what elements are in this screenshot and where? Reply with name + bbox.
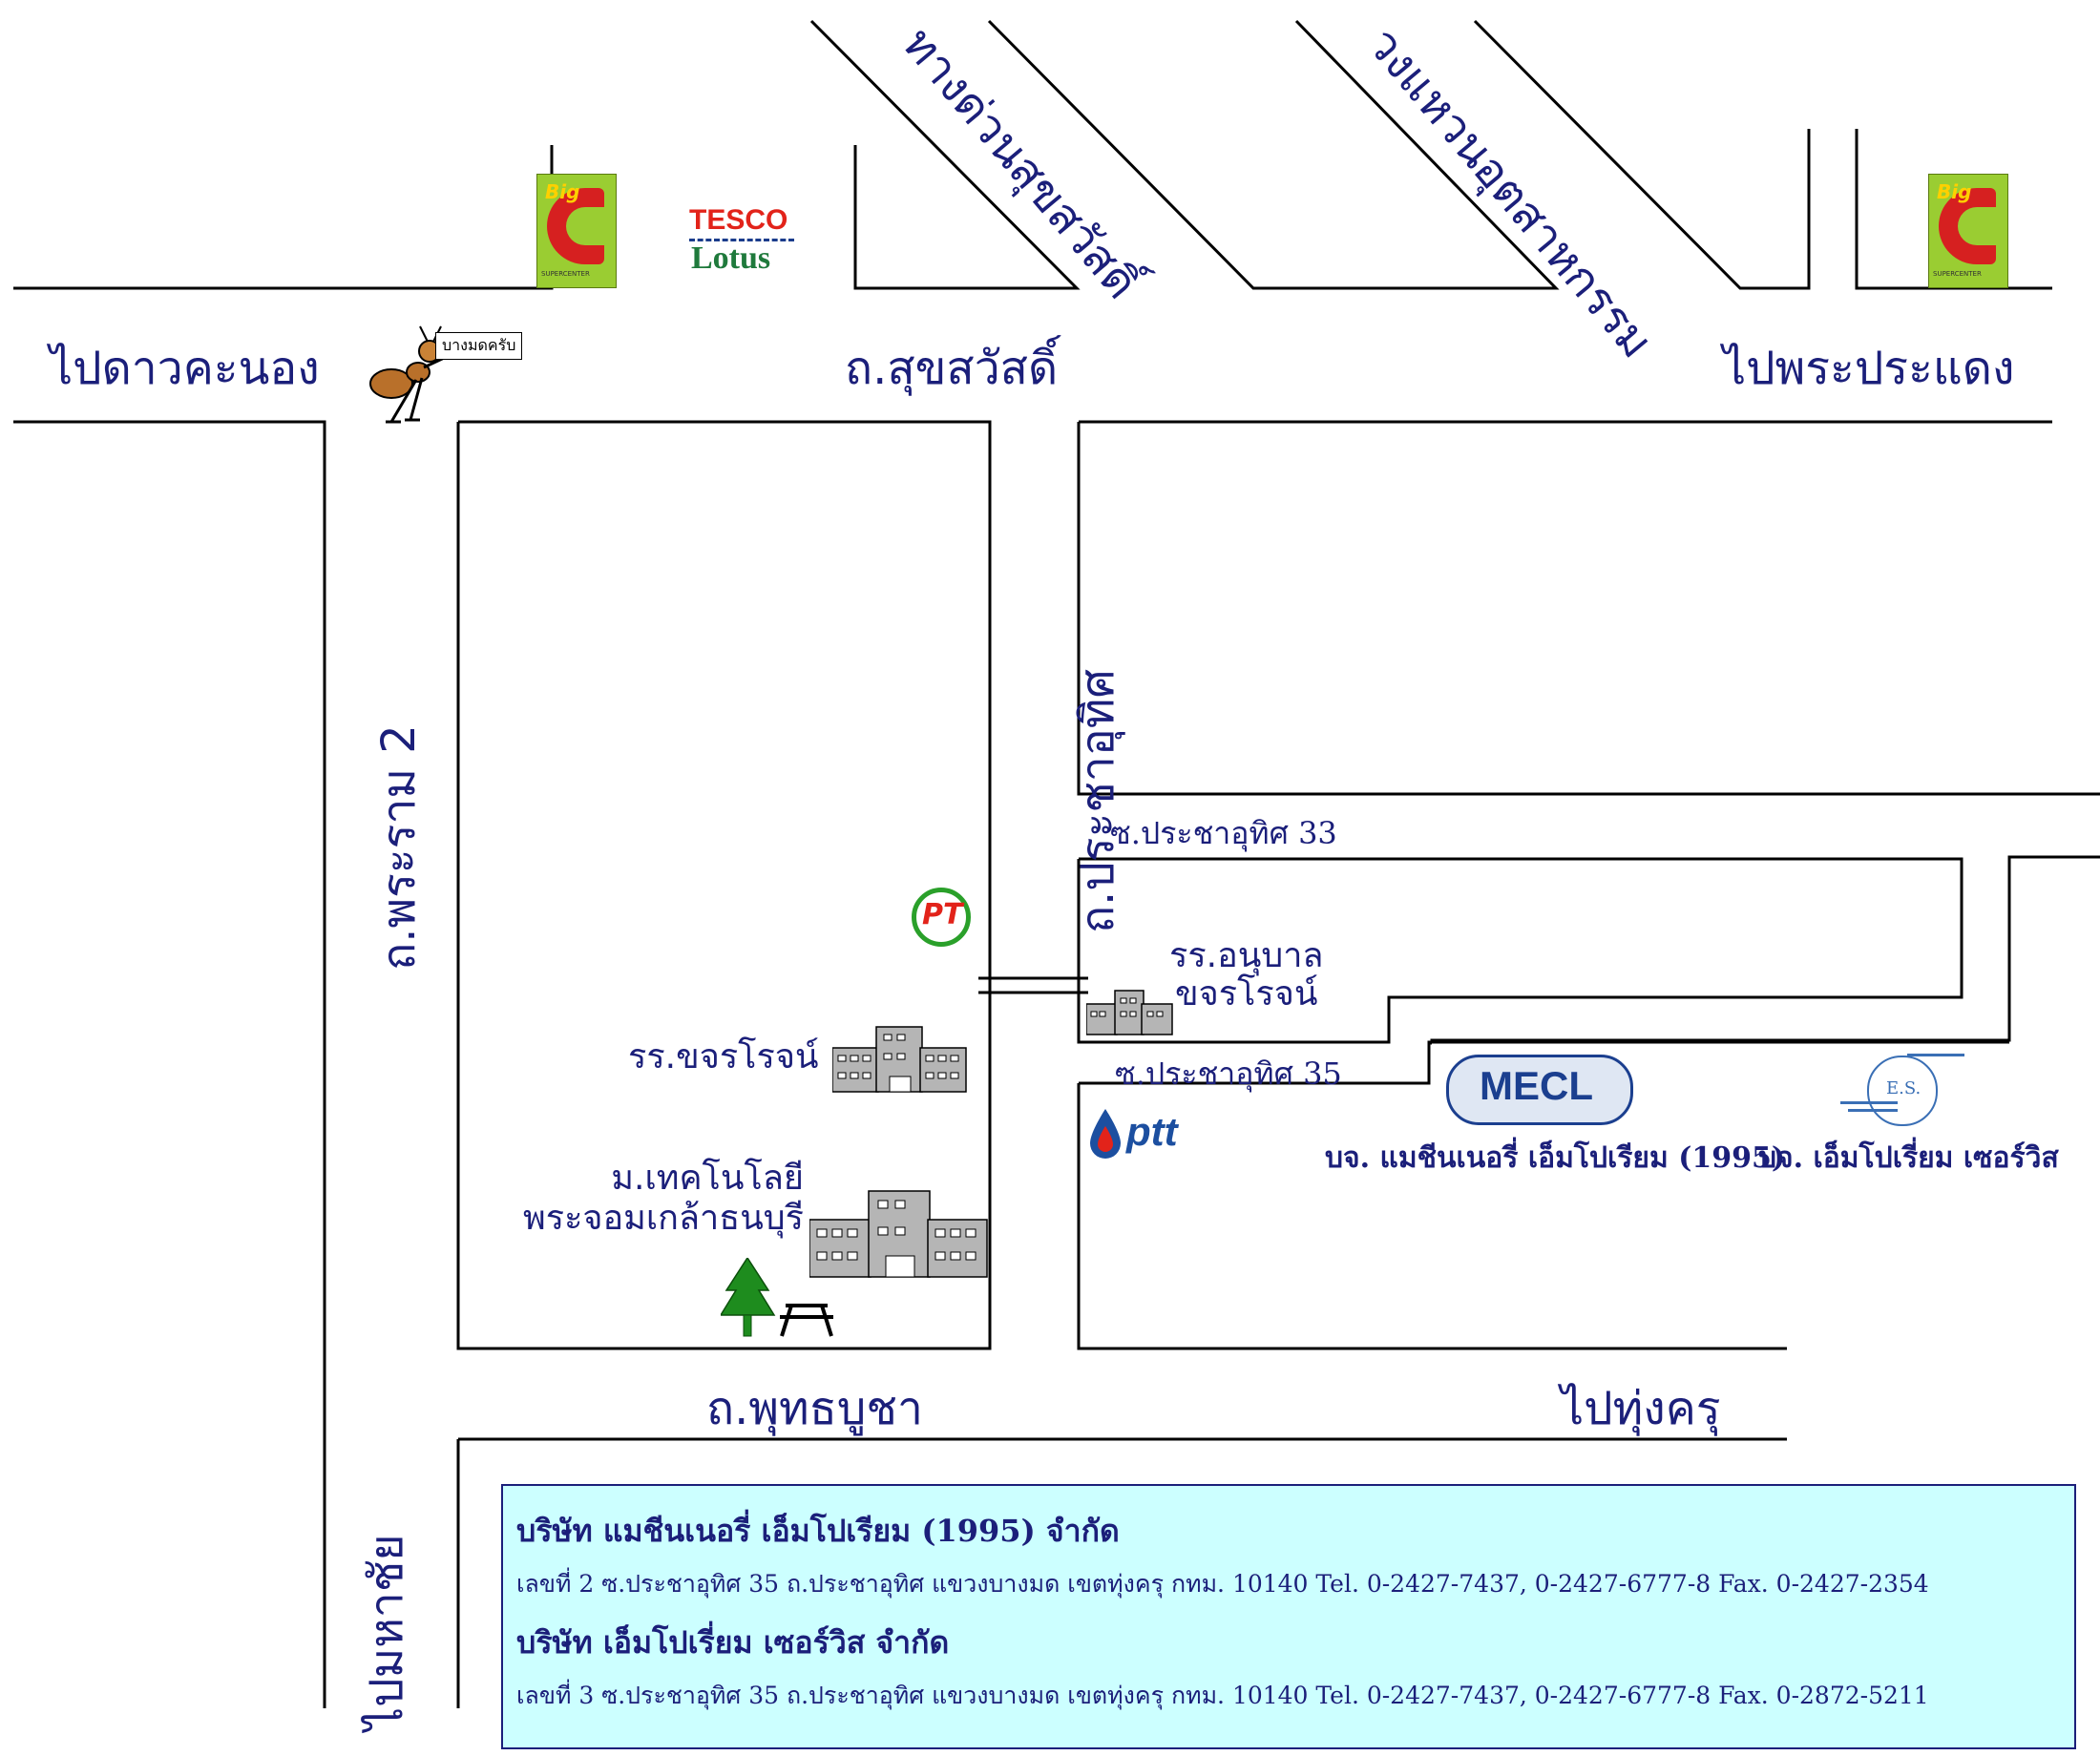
khajornroj-school-label: รร.ขจรโรจน์ — [628, 1037, 819, 1077]
mecl-gear-logo: MECL — [1446, 1055, 1633, 1125]
school-building-icon — [832, 1026, 967, 1093]
kmutt-label: ม.เทคโนโลยี พระจอมเกล้าธนบุรี — [523, 1159, 804, 1238]
ant-sign-label: บางมดครับ — [435, 332, 523, 360]
bigc-logo-right: Big SUPERCENTER — [1928, 174, 2008, 288]
company2-title: บริษัท เอ็มโปเรี่ยม เซอร์วิส จำกัด — [516, 1624, 950, 1661]
tesco-lotus-logo: TESCO Lotus — [682, 204, 801, 281]
label-soi-35: ซ.ประชาอุทิศ 35 — [1115, 1056, 1342, 1092]
kindergarten-label: รร.อนุบาล ขจรโรจน์ — [1169, 936, 1324, 1014]
label-rama2-road: ถ.พระราม 2 — [372, 724, 426, 971]
ptt-drop-icon — [1090, 1109, 1121, 1159]
university-building-icon — [809, 1190, 988, 1278]
label-to-mahachai: ไปมหาชัย — [360, 1534, 413, 1730]
es-company-label: บจ. เอ็มโปเรี่ยม เซอร์วิส — [1758, 1141, 2059, 1175]
label-suksawat-road: ถ.สุขสวัสดิ์ — [845, 342, 1059, 395]
label-to-dao-khanong: ไปดาวคะนอง — [50, 342, 320, 395]
ptt-logo: ptt — [1086, 1105, 1210, 1162]
label-phutthabucha-road: ถ.พุทธบูชา — [706, 1382, 923, 1435]
label-soi-33: ซ.ประชาอุทิศ 33 — [1110, 815, 1337, 851]
company2-address: เลขที่ 3 ซ.ประชาอุทิศ 35 ถ.ประชาอุทิศ แข… — [516, 1682, 1929, 1709]
kindergarten-building-icon — [1086, 990, 1173, 1035]
es-logo: E.S. — [1840, 1054, 1969, 1126]
park-tree-bench-icon — [721, 1258, 833, 1337]
label-to-phra-pradaeng: ไปพระประแดง — [1723, 342, 2015, 395]
company1-address: เลขที่ 2 ซ.ประชาอุทิศ 35 ถ.ประชาอุทิศ แข… — [516, 1570, 1929, 1598]
bigc-logo-left: Big SUPERCENTER — [536, 174, 617, 288]
pt-logo: PT — [912, 888, 971, 947]
ant-mascot-icon: บางมดครับ — [363, 324, 535, 429]
company1-title: บริษัท แมชีนเนอรี่ เอ็มโปเรียม (1995) จำ… — [516, 1513, 1120, 1549]
label-to-thung-khru: ไปทุ่งครุ — [1561, 1382, 1721, 1435]
mecl-company-label: บจ. แมชีนเนอรี่ เอ็มโปเรียม (1995) — [1325, 1141, 1786, 1175]
company-info-box: บริษัท แมชีนเนอรี่ เอ็มโปเรียม (1995) จำ… — [501, 1484, 2076, 1749]
